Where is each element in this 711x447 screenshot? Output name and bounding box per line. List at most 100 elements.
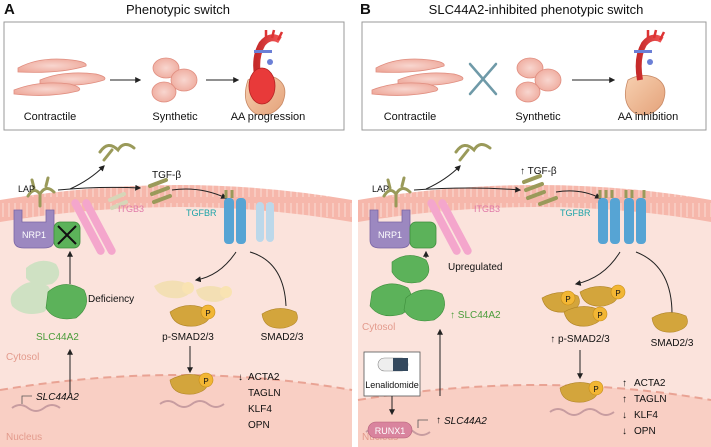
tgfb-faint-icon-a: [108, 192, 128, 210]
nrp1-icon-a: [13, 209, 55, 249]
cytosol-label-a: Cytosol: [6, 352, 39, 363]
svg-text:P: P: [203, 377, 208, 386]
runx1-icon: [367, 421, 413, 439]
svg-text:P: P: [593, 385, 598, 394]
tgfbr-label-b: TGFBR: [560, 208, 591, 218]
psmad-cluster-icon-b: P P P: [541, 284, 626, 327]
panel-b-letter: B: [360, 1, 371, 18]
svg-text:P: P: [597, 311, 602, 320]
nucleus-label-a: Nucleus: [6, 432, 42, 443]
panel-a-title: Phenotypic switch: [126, 2, 230, 17]
membrane-b: [358, 185, 711, 222]
slc44a2-membrane-icon-b: [409, 221, 437, 249]
lap-label-a: LAP: [18, 184, 35, 194]
stage-synthetic-a: Synthetic: [152, 111, 198, 123]
svg-text:↑: ↑: [622, 378, 627, 389]
dna-icon-a: [159, 400, 225, 408]
tgfb-icon-b: [522, 174, 558, 206]
nucleus-region-b: [358, 385, 711, 447]
nrp1-label-b: NRP1: [378, 230, 402, 240]
itgb3-icon-a: [71, 199, 116, 255]
tgfb-label-a: TGF-β: [152, 170, 181, 181]
gene-up-arrow-b: ↑: [436, 415, 441, 426]
stage-end-b: AA inhibition: [618, 111, 679, 123]
psmad-label-a: p-SMAD2/3: [162, 332, 214, 343]
slc44a2-cytosol-icon-b: [369, 255, 445, 322]
svg-text:ACTA2: ACTA2: [248, 372, 280, 383]
lap-released-icon-a: [98, 143, 136, 162]
tgfb-label-b: ↑ TGF-β: [520, 166, 557, 177]
heart-normal-icon: [624, 29, 666, 116]
slc44a2-gene-label-a: SLC44A2: [36, 392, 79, 403]
itgb3-label-b: ITGB3: [474, 204, 500, 214]
runx1-label: RUNX1: [375, 426, 406, 436]
heart-aneurysm-icon: [244, 29, 286, 116]
slc44a2-protein-label-a: SLC44A2: [36, 332, 79, 343]
slc44a2-cytosol-icon-a: [10, 260, 87, 320]
nrp1-label-a: NRP1: [22, 230, 46, 240]
contractile-cells-icon: [13, 58, 106, 96]
svg-text:ACTA2: ACTA2: [634, 378, 666, 389]
nucleus-region-a: [0, 375, 352, 447]
synthetic-cells-icon: [151, 57, 198, 103]
svg-text:KLF4: KLF4: [248, 404, 272, 415]
tgfb-icon-a: [148, 178, 172, 204]
itgb3-icon-b: [427, 199, 472, 255]
blocked-cross-icon: [468, 62, 498, 96]
smad-faint-icon-a: [154, 280, 232, 302]
svg-text:P: P: [565, 295, 570, 304]
synthetic-cells-icon-b: [515, 57, 562, 103]
nuclear-psmad-icon-a: P: [169, 372, 214, 395]
tgfbr-icon-a: [224, 190, 274, 244]
lenalidomide-label: Lenalidomide: [365, 380, 419, 390]
svg-text:P: P: [615, 289, 620, 298]
lenalidomide-box: [363, 351, 421, 397]
panel-a-letter: A: [4, 1, 15, 18]
slc44a2-protein-label-b: ↑ SLC44A2: [450, 310, 501, 321]
slc44a2-membrane-icon-a: [53, 221, 81, 249]
svg-text:↓: ↓: [622, 410, 627, 421]
svg-text:TAGLN: TAGLN: [634, 394, 667, 405]
lap-released-icon-b: [454, 143, 492, 162]
stage-contractile-a: Contractile: [24, 111, 77, 123]
smad-icon-b: [651, 312, 688, 333]
gene-list-a: ↓ ACTA2 TAGLN KLF4 OPN: [238, 372, 281, 431]
smad-label-a: SMAD2/3: [261, 332, 304, 343]
stage-end-a: AA progression: [231, 111, 306, 123]
svg-text:OPN: OPN: [248, 420, 270, 431]
smad-label-b: SMAD2/3: [651, 338, 694, 349]
svg-text:OPN: OPN: [634, 426, 656, 437]
stage-synthetic-b: Synthetic: [515, 111, 561, 123]
nuclear-psmad-icon-b: P: [559, 380, 604, 403]
deficiency-label: Deficiency: [88, 294, 134, 305]
smad-icon-a: [261, 308, 298, 329]
cell-b: [357, 185, 711, 447]
psmad-icon-a: P: [169, 304, 216, 327]
nrp1-icon-b: [369, 209, 411, 249]
panel-b: B SLC44A2-inhibited phenotypic switch Co…: [357, 1, 711, 447]
itgb3-label-a: ITGB3: [118, 204, 144, 214]
membrane-a: [0, 185, 352, 222]
phospho-label-a: P: [205, 309, 210, 318]
tgfbr-label-a: TGFBR: [186, 208, 217, 218]
panel-a: A Phenotypic switch Contractile Synthe: [0, 1, 353, 447]
cytosol-label-b: Cytosol: [362, 322, 395, 333]
dna-gene-icon-a: [11, 404, 61, 412]
svg-text:KLF4: KLF4: [634, 410, 658, 421]
slc44a2-gene-label-b: SLC44A2: [444, 416, 487, 427]
lap-icon-a: [26, 176, 56, 208]
panel-b-title: SLC44A2-inhibited phenotypic switch: [429, 2, 644, 17]
lap-icon-b: [382, 176, 412, 208]
lap-label-b: LAP: [372, 184, 389, 194]
svg-text:↑: ↑: [622, 394, 627, 405]
stage-contractile-b: Contractile: [384, 111, 437, 123]
tgfbr-icon-b: [598, 190, 646, 244]
svg-text:TAGLN: TAGLN: [248, 388, 281, 399]
svg-text:↓: ↓: [622, 426, 627, 437]
dna-icon-b: [549, 408, 615, 416]
upregulated-label: Upregulated: [448, 262, 502, 273]
contractile-cells-icon-b: [371, 58, 464, 96]
svg-text:↓: ↓: [238, 372, 243, 383]
gene-list-b: ↑ ACTA2 ↑ TAGLN ↓ KLF4 ↓ OPN: [622, 378, 667, 437]
